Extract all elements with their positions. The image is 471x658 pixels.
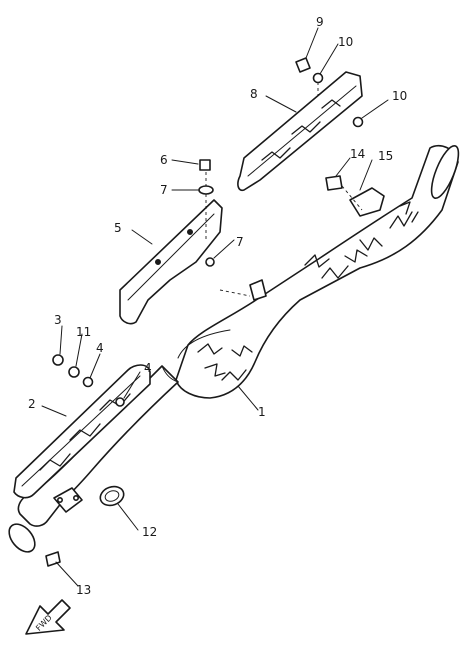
protector-upper	[237, 71, 363, 192]
callout-11: 11	[76, 325, 91, 339]
callout-1: 1	[258, 405, 266, 419]
callout-10-upper: 10	[338, 35, 353, 49]
callout-12: 12	[142, 525, 157, 539]
gasket	[99, 485, 125, 507]
protector-middle	[119, 199, 223, 325]
callout-5: 5	[114, 221, 122, 235]
callout-4-left: 4	[96, 341, 104, 355]
muffler-assembly	[175, 144, 460, 399]
callout-3: 3	[54, 313, 62, 327]
leader-lines	[41, 27, 389, 587]
callout-7-upper: 7	[160, 183, 168, 197]
callout-9: 9	[316, 15, 324, 29]
exhaust-pipe	[8, 365, 179, 553]
callout-6: 6	[160, 153, 168, 167]
callout-13: 13	[76, 583, 91, 597]
front-arrow: FWD	[25, 599, 71, 635]
callout-15: 15	[378, 149, 393, 163]
protector-lower	[13, 364, 151, 499]
callout-8: 8	[250, 87, 258, 101]
callout-7-lower: 7	[236, 235, 244, 249]
hardware	[45, 57, 364, 567]
callout-14: 14	[350, 147, 365, 161]
callout-10-right: 10	[392, 89, 407, 103]
callout-2: 2	[28, 397, 36, 411]
alignment-lines	[205, 82, 363, 297]
callout-labels: 9 10 8 10 6 7 5 7 14 15 3 11 4 4 2 1 12 …	[28, 15, 407, 597]
callout-4-right: 4	[144, 361, 152, 375]
